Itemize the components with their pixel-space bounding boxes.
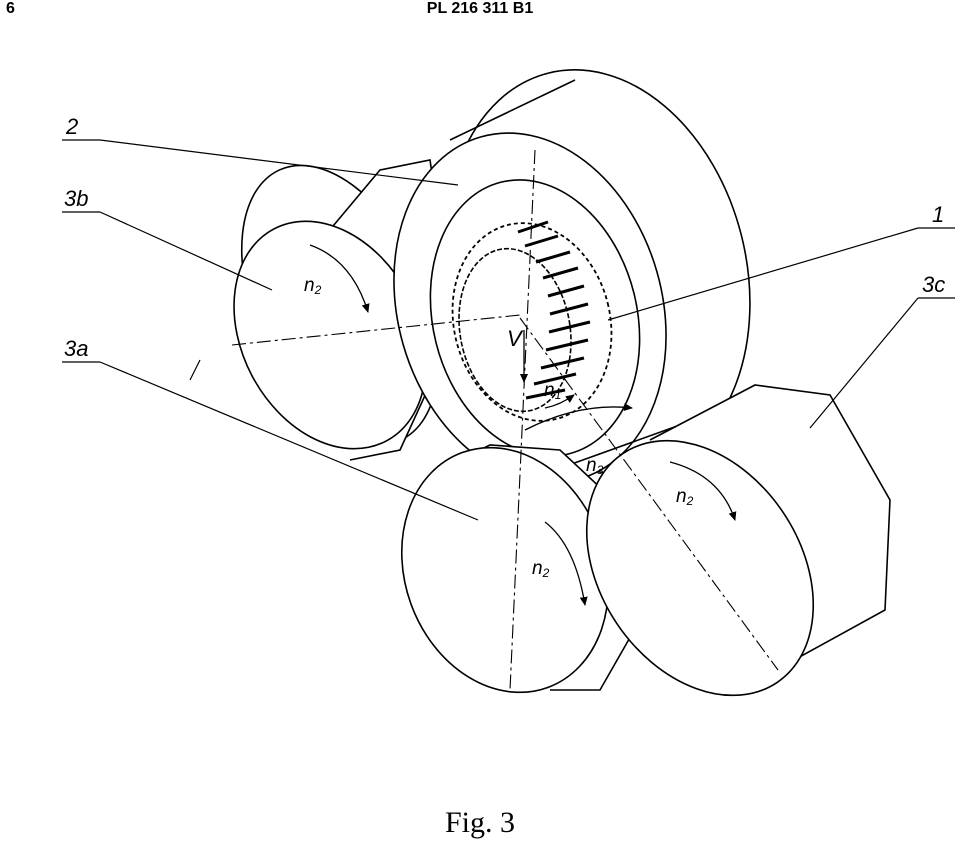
label-part-1: 1 <box>932 202 944 227</box>
label-part-3a: 3a <box>64 336 88 361</box>
figure-caption: Fig. 3 <box>444 806 516 839</box>
page-number: 6 <box>6 0 15 17</box>
roller-3c <box>585 384 891 697</box>
label-n2-roller-3a: n2 <box>532 558 550 580</box>
label-part-3b: 3b <box>64 186 88 211</box>
patent-id: PL 216 311 B1 <box>426 0 534 17</box>
leader-lines <box>62 139 955 521</box>
axis-lines <box>231 149 779 691</box>
label-n2-roller-3c: n2 <box>676 486 694 508</box>
label-part-3c: 3c <box>922 272 945 297</box>
gear-1 <box>451 220 613 422</box>
arrow-n3 <box>524 403 633 431</box>
roller-3b <box>233 159 456 461</box>
arrow-n2-3c <box>669 461 737 521</box>
rotation-arrows <box>309 244 737 606</box>
arrow-n1 <box>544 394 575 409</box>
label-n2-roller-3b: n2 <box>304 275 322 297</box>
label-n3-ring: n3 <box>586 455 604 477</box>
label-n1-gear: n1 <box>544 380 561 402</box>
label-part-2: 2 <box>65 114 78 139</box>
arrow-n2-3b <box>309 244 370 313</box>
arrow-n2-3a <box>544 521 588 606</box>
label-velocity-v: V <box>507 326 524 351</box>
